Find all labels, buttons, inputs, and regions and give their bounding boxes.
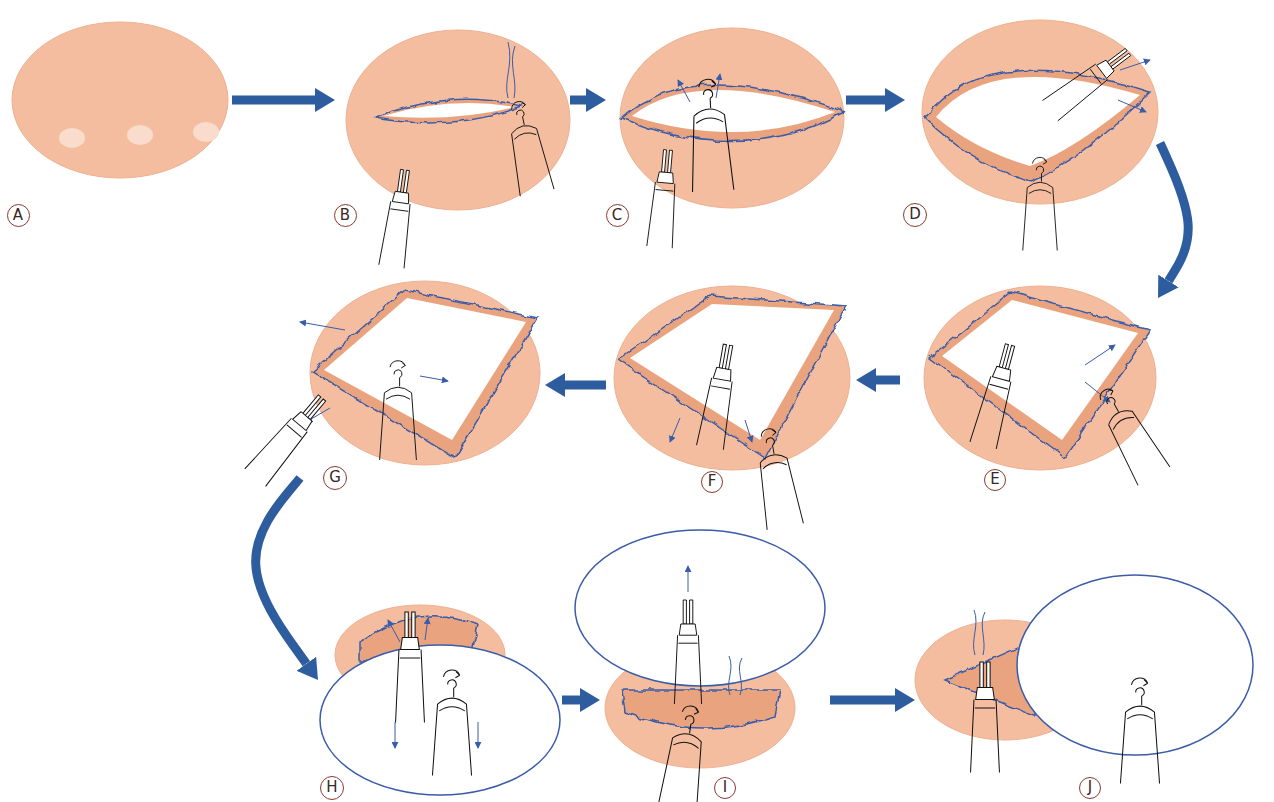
panel-letter: I: [714, 777, 736, 799]
incision-panel: [620, 28, 845, 248]
panel-letter: J: [1079, 777, 1101, 799]
step-arrow: [562, 696, 580, 705]
step-panel: C: [606, 28, 846, 228]
step-panel: E: [900, 280, 1158, 492]
skin-panel: [12, 22, 228, 178]
step-panel: H: [318, 605, 562, 800]
panel-letter: B: [334, 204, 357, 227]
step-arrow: [1160, 143, 1188, 281]
panel-letter: E: [984, 469, 1006, 491]
step-panel: F: [606, 282, 856, 494]
step-arrow: [256, 478, 307, 664]
step-arrow: [570, 96, 586, 105]
step-arrow: [876, 376, 900, 385]
incision-panel: [346, 30, 570, 268]
flap-panel: [915, 575, 1253, 784]
panel-letter: G: [323, 466, 347, 490]
flap-panel: [575, 530, 825, 802]
dissection-panel: [245, 281, 540, 486]
panel-letter: C: [606, 204, 629, 227]
dissection-panel: [614, 286, 850, 530]
dissection-panel: [924, 286, 1170, 485]
step-arrow: [565, 381, 606, 390]
step-panel: J: [915, 572, 1258, 800]
panel-letter: D: [903, 203, 927, 227]
step-arrow: [830, 696, 895, 705]
step-panel: G: [300, 278, 545, 490]
step-arrow: [232, 96, 315, 105]
panel-letter: H: [320, 776, 344, 800]
step-panel: B: [335, 28, 570, 228]
step-panel: A: [8, 18, 232, 230]
incision-panel: [922, 20, 1158, 251]
flap-panel: [320, 605, 560, 795]
step-panel: I: [600, 530, 830, 800]
step-panel: D: [905, 18, 1160, 228]
panel-letter: A: [7, 204, 30, 227]
step-arrow: [846, 96, 885, 105]
panel-letter: F: [701, 471, 723, 493]
